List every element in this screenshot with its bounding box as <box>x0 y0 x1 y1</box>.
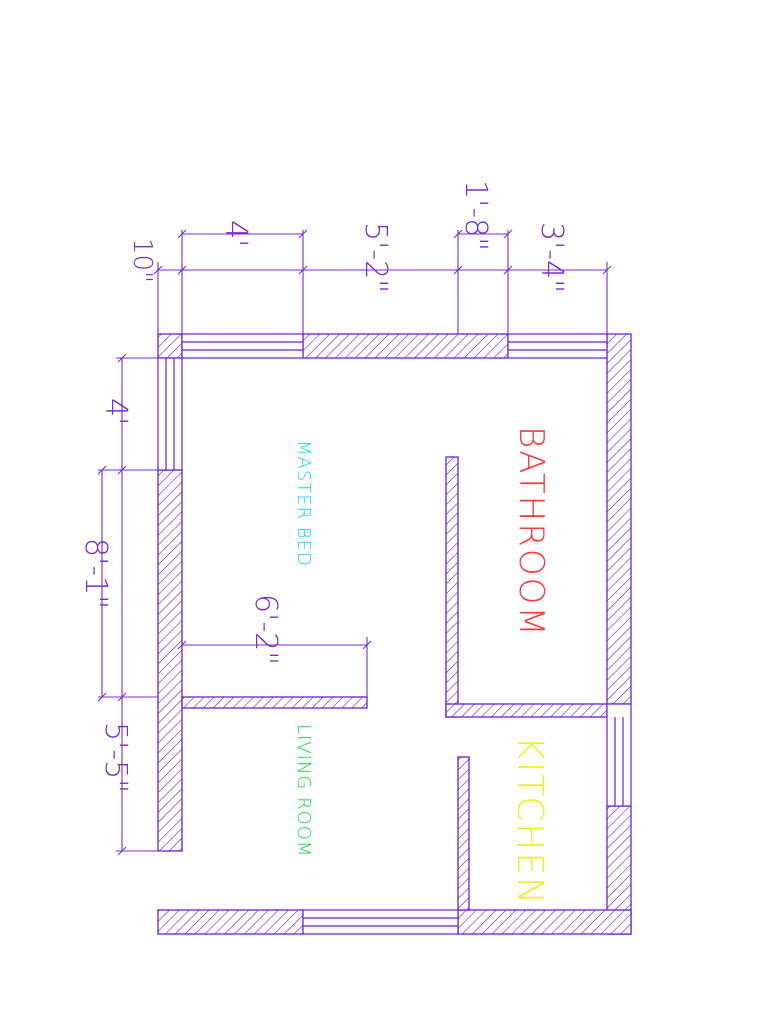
dim-label-4ft-top: 4' <box>218 220 253 247</box>
dim-label-6ft2in: 6'-2" <box>248 594 283 665</box>
dim-label-3ft4in: 3'-4" <box>534 222 569 293</box>
window-right <box>606 703 632 807</box>
dim-label-10in: 10" <box>127 238 157 283</box>
bath-partition-vertical <box>445 456 459 718</box>
dim-label-4ft-left: 4' <box>98 398 133 425</box>
windows <box>157 333 632 935</box>
window-bottom <box>302 909 459 935</box>
dim-label-5ft2in: 5'-2" <box>358 222 393 293</box>
bath-kitchen-partition <box>445 703 608 718</box>
bottom-wall-left <box>157 909 304 935</box>
dim-label-8ft1in: 8'-1" <box>78 538 113 609</box>
room-label-kitchen: KITCHEN <box>509 736 550 906</box>
kitchen-partition-vertical <box>457 756 470 911</box>
left-wall-top-corner <box>157 333 183 359</box>
walls <box>157 333 632 935</box>
room-label-bathroom: BATHROOM <box>511 426 551 638</box>
bed-living-partition <box>181 696 368 709</box>
dim-label-1ft8in: 1'-8" <box>458 180 493 251</box>
top-wall-segment <box>302 333 509 359</box>
room-label-living-room: LIVING ROOM <box>293 724 314 857</box>
dimension-labels: 10" 4' 5'-2" 1'-8" 3'-4" 4' 8'-1" 5'-5" … <box>78 180 569 793</box>
left-wall-lower <box>157 469 183 852</box>
dimension-lines <box>97 229 612 856</box>
dim-label-5ft5in: 5'-5" <box>98 722 133 793</box>
room-labels: BATHROOM KITCHEN MASTER BED LIVING ROOM <box>293 426 551 906</box>
window-top-left <box>181 333 304 359</box>
right-wall-upper <box>606 333 632 705</box>
window-top-right <box>507 333 608 359</box>
room-label-master-bed: MASTER BED <box>293 440 314 567</box>
window-left <box>157 357 183 471</box>
bottom-wall-right <box>457 909 632 935</box>
